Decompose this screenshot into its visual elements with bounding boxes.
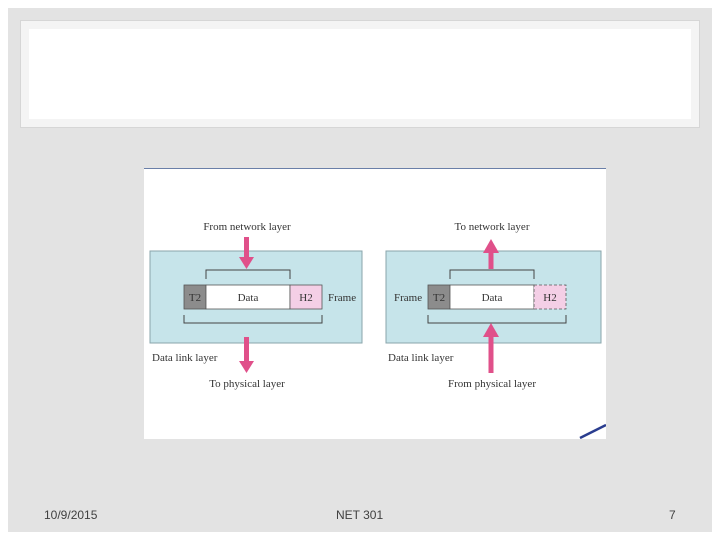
receiver-data-field xyxy=(449,284,535,310)
slide-number: 7 xyxy=(669,508,676,522)
receiver-panel: To network layer Frame T2 Data H2 xyxy=(385,221,602,390)
footer-date: 10/9/2015 xyxy=(44,508,98,522)
receiver-data-label: Data xyxy=(482,292,503,304)
receiver-frame-label: Frame xyxy=(394,292,422,304)
sender-down-arrow-out xyxy=(239,337,254,373)
receiver-header-label: H2 xyxy=(543,292,556,304)
receiver-layer-label: Data link layer xyxy=(388,352,454,364)
receiver-bottom-label: From physical layer xyxy=(448,378,536,390)
slide-title xyxy=(29,29,691,119)
framing-diagram: From network layer T2 Data H2 Frame xyxy=(144,168,606,439)
sender-trailer-label: T2 xyxy=(189,292,201,304)
sender-data-field xyxy=(205,284,291,310)
title-placeholder xyxy=(20,20,700,128)
sender-bottom-label: To physical layer xyxy=(209,378,285,390)
sender-frame-label: Frame xyxy=(328,292,356,304)
receiver-trailer-label: T2 xyxy=(433,292,445,304)
sender-layer-label: Data link layer xyxy=(152,352,218,364)
sender-panel: From network layer T2 Data H2 Frame xyxy=(149,221,363,390)
receiver-up-arrow-out xyxy=(483,239,499,269)
receiver-header-field xyxy=(533,284,567,310)
sender-data-label: Data xyxy=(238,292,259,304)
receiver-top-label: To network layer xyxy=(455,221,530,233)
sender-header-label: H2 xyxy=(299,292,312,304)
sender-header-field xyxy=(289,284,323,310)
footer-course: NET 301 xyxy=(336,508,384,522)
sender-down-arrow-in xyxy=(239,237,254,269)
sender-top-label: From network layer xyxy=(203,221,291,233)
receiver-up-arrow-in xyxy=(483,323,499,373)
